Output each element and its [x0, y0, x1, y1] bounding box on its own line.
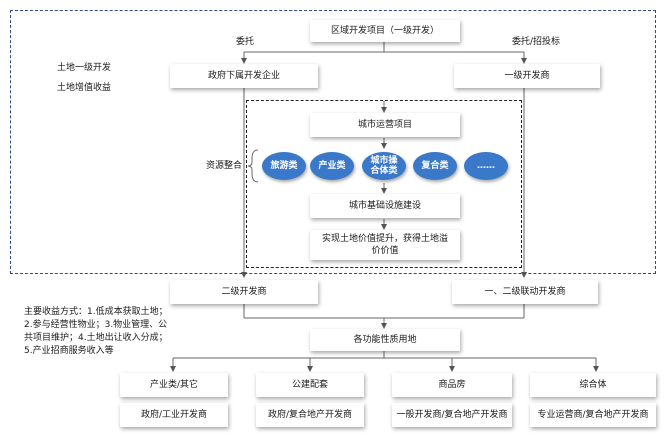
- oval-city-complex-label: 城市操合体类: [370, 156, 398, 176]
- entrust-right-label: 委托/招投标: [512, 37, 561, 47]
- developer-public-box: 政府/复合地产开发商: [256, 403, 364, 427]
- regional-project-label: 区域开发项目（一级开发）: [330, 26, 439, 36]
- functional-land-box: 各功能性质用地: [310, 329, 460, 351]
- category-housing-title: 商品房: [438, 380, 466, 390]
- oval-tourism: 旅游类: [262, 152, 306, 180]
- regional-project-box: 区域开发项目（一级开发）: [310, 20, 460, 42]
- oval-city-complex: 城市操合体类: [362, 152, 406, 180]
- category-industry-box: 产业类/其它: [120, 373, 228, 397]
- income-text: 主要收益方式：1.低成本获取土地；2.参与经营性物业；3.物业管理、公共项目维护…: [24, 307, 168, 356]
- secondary-developer-box: 二级开发商: [170, 280, 318, 304]
- oval-composite-label: 复合类: [421, 161, 449, 171]
- developer-industry-label: 政府/工业开发商: [140, 410, 208, 420]
- category-public-box: 公建配套: [256, 373, 364, 397]
- developer-public-label: 政府/复合地产开发商: [267, 410, 353, 420]
- primary-development-region: [10, 10, 656, 274]
- oval-industry: 产业类: [310, 152, 354, 180]
- developer-complex-box: 专业运营商/复合地产开发商: [530, 403, 656, 427]
- oval-industry-label: 产业类: [318, 161, 346, 171]
- oval-composite: 复合类: [413, 152, 457, 180]
- value-up-box: 实现土地价值提升，获得土地溢价价值: [310, 230, 460, 260]
- functional-land-label: 各功能性质用地: [353, 335, 417, 345]
- gov-enterprise-label: 政府下属开发企业: [207, 71, 280, 81]
- category-public-title: 公建配套: [291, 380, 328, 390]
- city-project-label: 城市运营项目: [357, 120, 412, 130]
- city-operation-region: [246, 100, 522, 268]
- linked-developer-box: 一、二级联动开发商: [452, 280, 598, 304]
- infrastructure-box: 城市基础设施建设: [310, 194, 460, 218]
- category-complex-title: 综合体: [579, 380, 607, 390]
- secondary-developer-label: 二级开发商: [221, 287, 267, 297]
- land-appreciation-label: 土地增值收益: [57, 83, 112, 93]
- gov-enterprise-box: 政府下属开发企业: [170, 64, 318, 88]
- primary-developer-label: 一级开发商: [504, 71, 550, 81]
- infrastructure-label: 城市基础设施建设: [348, 201, 421, 211]
- linked-developer-label: 一、二级联动开发商: [484, 287, 566, 297]
- primary-dev-label: 土地一级开发: [57, 63, 112, 73]
- category-industry-title: 产业类/其它: [149, 380, 199, 390]
- category-complex-box: 综合体: [530, 373, 656, 397]
- developer-housing-label: 一般开发商/复合地产开发商: [396, 410, 508, 420]
- entrust-left-label: 委托: [236, 37, 255, 47]
- value-up-label: 实现土地价值提升，获得土地溢价价值: [322, 234, 449, 256]
- developer-complex-label: 专业运营商/复合地产开发商: [537, 410, 649, 420]
- category-housing-box: 商品房: [392, 373, 512, 397]
- oval-tourism-label: 旅游类: [270, 161, 298, 171]
- oval-more-label: ……: [477, 161, 495, 171]
- developer-housing-box: 一般开发商/复合地产开发商: [392, 403, 512, 427]
- primary-developer-box: 一级开发商: [454, 64, 600, 88]
- developer-industry-box: 政府/工业开发商: [120, 403, 228, 427]
- oval-more: ……: [464, 152, 508, 180]
- resource-integration-label: 资源整合: [206, 161, 243, 171]
- city-project-box: 城市运营项目: [310, 113, 460, 137]
